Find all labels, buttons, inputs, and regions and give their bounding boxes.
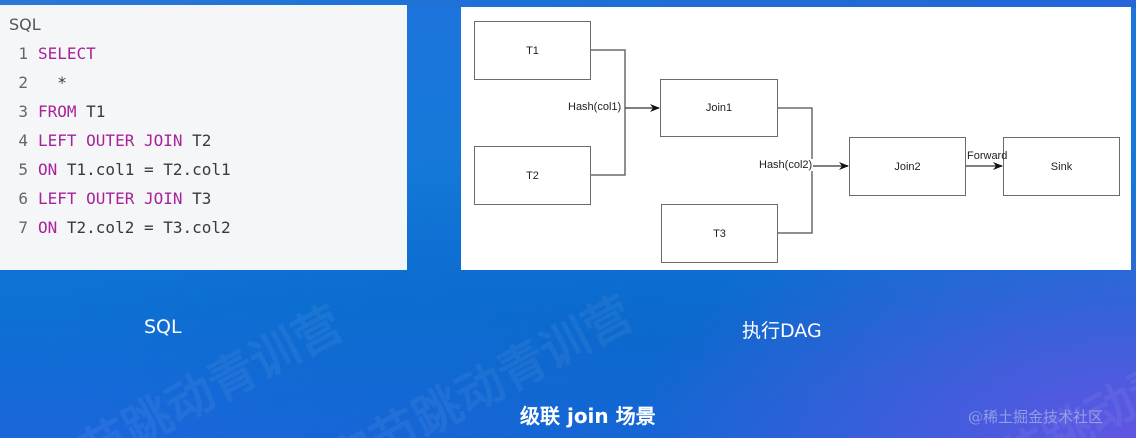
sql-panel-title: SQL [9,15,41,34]
edge-label-forward: Forward [967,150,1008,162]
sql-text: T2 [182,131,212,150]
dag-node-t3: T3 [661,204,778,263]
slide-title: 级联 join 场景 [520,404,656,428]
sql-text: T1 [76,102,106,121]
code-line: 6 LEFT OUTER JOIN T3 [0,184,231,213]
dag-edges [590,49,1003,234]
sql-keyword: FROM [38,102,77,121]
sql-keyword: SELECT [38,44,96,63]
credit-watermark: @稀土掘金技术社区 [968,408,1104,426]
sql-text: T2.col2 = T3.col2 [57,218,231,237]
code-line: 5 ON T1.col1 = T2.col1 [0,155,231,184]
code-line: 4 LEFT OUTER JOIN T2 [0,126,231,155]
sql-keyword: ON [38,218,58,237]
caption-sql: SQL [144,316,182,338]
sql-keyword: LEFT OUTER JOIN [38,131,183,150]
dag-node-sink: Sink [1003,137,1120,196]
edge-label-hash-col2: Hash(col2) [758,159,814,171]
line-number: 1 [18,44,28,63]
line-number: 5 [18,160,28,179]
dag-diagram-panel: T1 T2 Join1 T3 Join2 Sink Hash(col1) Has… [461,7,1131,270]
sql-text: T1.col1 = T2.col1 [57,160,231,179]
sql-keyword: ON [38,160,58,179]
background-watermark: 字节跳动青训营 [28,295,352,438]
top-strip [0,0,1136,8]
sql-code-block: 1 SELECT 2 * 3 FROM T1 4 LEFT OUTER JOIN… [0,39,231,242]
sql-keyword: LEFT OUTER JOIN [38,189,183,208]
code-line: 3 FROM T1 [0,97,231,126]
dag-node-join2: Join2 [849,137,966,196]
edge-label-hash-col1: Hash(col1) [567,101,623,113]
line-number: 3 [18,102,28,121]
dag-node-t1: T1 [474,21,591,80]
dag-node-t2: T2 [474,146,591,205]
line-number: 4 [18,131,28,150]
code-line: 2 * [0,68,231,97]
code-line: 1 SELECT [0,39,231,68]
caption-dag: 执行DAG [742,320,822,342]
sql-code-panel: SQL 1 SELECT 2 * 3 FROM T1 4 LEFT OUTER … [0,5,407,270]
code-line: 7 ON T2.col2 = T3.col2 [0,213,231,242]
line-number: 6 [18,189,28,208]
line-number: 7 [18,218,28,237]
sql-text: * [38,73,67,92]
dag-node-join1: Join1 [660,79,778,137]
line-number: 2 [18,73,28,92]
sql-text: T3 [182,189,212,208]
